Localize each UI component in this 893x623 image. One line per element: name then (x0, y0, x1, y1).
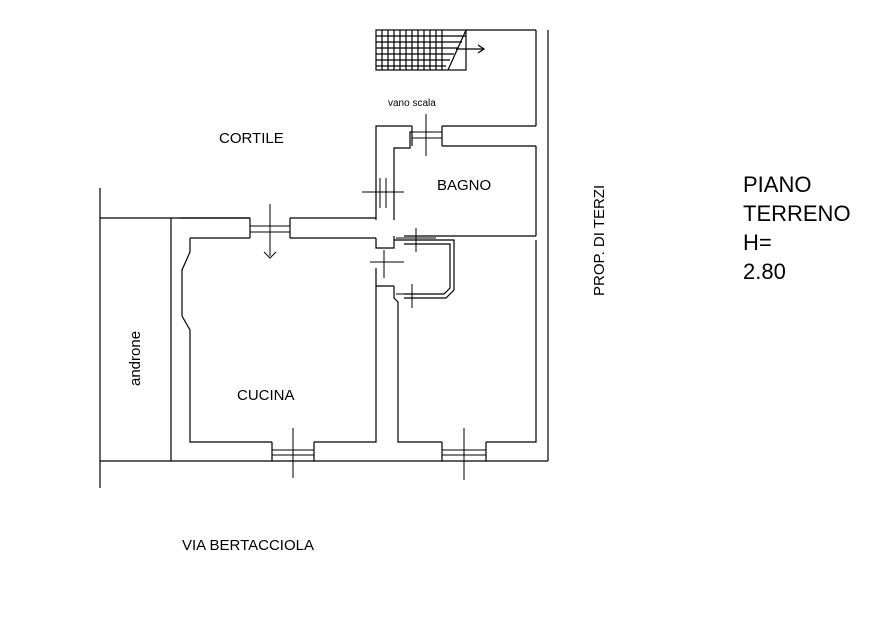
bathroom-walls (375, 125, 537, 237)
floor-title: PIANO TERRENO H= 2.80 (743, 170, 851, 286)
label-street: VIA BERTACCIOLA (182, 537, 314, 554)
title-line-3: H= (743, 230, 772, 255)
title-line-2: TERRENO (743, 201, 851, 226)
boundary-lines (99, 30, 549, 488)
label-cortile: CORTILE (219, 130, 284, 147)
label-cucina: CUCINA (237, 387, 295, 404)
label-vano-scala: vano scala (388, 98, 436, 109)
openings (250, 114, 486, 480)
title-line-1: PIANO (743, 172, 812, 197)
staircase (375, 29, 537, 126)
label-prop-terzi: PROP. DI TERZI (591, 184, 608, 296)
label-bagno: BAGNO (437, 177, 492, 194)
corridor-walls (375, 236, 455, 299)
label-androne: androne (127, 330, 144, 386)
kitchen-walls (180, 217, 537, 461)
title-line-4: 2.80 (743, 259, 786, 284)
